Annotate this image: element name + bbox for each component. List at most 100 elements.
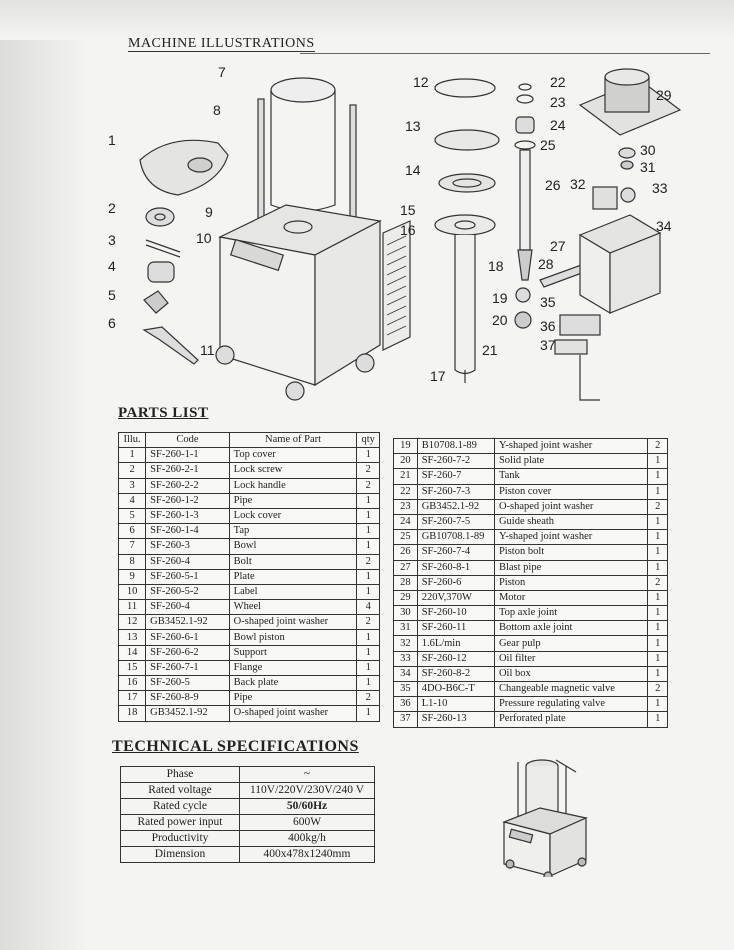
callout-19: 19 xyxy=(492,290,508,306)
cell-code: SF-260-1-1 xyxy=(145,447,230,464)
cell-qty: 1 xyxy=(647,650,668,667)
spec-label: Rated power input xyxy=(120,814,240,831)
cell-qty: 2 xyxy=(647,437,668,455)
col-header-name: Name of Part xyxy=(228,431,358,449)
cell-code: 220V,370W xyxy=(416,589,495,607)
cell-code: SF-260-7-3 xyxy=(416,483,495,500)
cell-qty: 1 xyxy=(356,538,380,555)
cell-name: Piston xyxy=(493,574,649,591)
cell-name: Lock cover xyxy=(228,507,358,525)
machine-photo xyxy=(502,759,588,877)
callout-5: 5 xyxy=(108,287,116,303)
cell-name: Piston cover xyxy=(493,483,649,500)
spec-value: 400x478x1240mm xyxy=(239,846,375,863)
cell-qty: 4 xyxy=(356,599,380,616)
spec-value: ~ xyxy=(239,766,375,783)
callout-7: 7 xyxy=(218,64,226,80)
cell-qty: 1 xyxy=(647,620,668,637)
cell-no: 37 xyxy=(393,711,418,728)
callout-15: 15 xyxy=(400,202,416,218)
table-header-row: Illu. Code Name of Part qty xyxy=(117,431,380,449)
cell-code: GB10708.1-89 xyxy=(416,529,495,546)
scan-shadow-top xyxy=(0,0,734,40)
cell-code: SF-260-5-2 xyxy=(145,583,230,601)
cell-qty: 1 xyxy=(647,559,668,576)
cell-qty: 2 xyxy=(647,498,668,515)
cell-qty: 1 xyxy=(356,568,380,585)
callout-8: 8 xyxy=(213,102,221,118)
cell-name: Y-shaped joint washer xyxy=(493,529,649,546)
spec-label: Dimension xyxy=(120,846,240,863)
callout-37: 37 xyxy=(540,337,556,353)
callout-12: 12 xyxy=(413,74,429,90)
cell-qty: 2 xyxy=(356,553,380,570)
callout-24: 24 xyxy=(550,117,566,133)
spec-value: 400kg/h xyxy=(239,830,375,847)
spec-value: 50/60Hz xyxy=(239,798,375,815)
cell-code: SF-260-6-1 xyxy=(145,629,230,646)
callout-25: 25 xyxy=(540,137,556,153)
callout-6: 6 xyxy=(108,315,116,331)
cell-code: SF-260-13 xyxy=(416,711,495,728)
callout-11: 11 xyxy=(200,342,215,358)
cell-code: SF-260-12 xyxy=(416,650,495,667)
cell-no: 30 xyxy=(393,605,418,622)
cell-code: GB3452.1-92 xyxy=(145,705,230,722)
exploded-parts-diagram: 1 2 3 4 5 6 7 8 9 10 11 12 13 14 15 16 1… xyxy=(108,64,682,401)
cell-name: Oil filter xyxy=(493,650,649,667)
cell-qty: 1 xyxy=(356,507,380,525)
cell-name: Bolt xyxy=(228,553,358,570)
cell-name: Back plate xyxy=(228,674,358,692)
callout-13: 13 xyxy=(405,118,421,134)
cell-code: SF-260-1-2 xyxy=(145,492,230,509)
cell-name: Label xyxy=(228,583,358,601)
cell-code: SF-260-7 xyxy=(416,468,495,485)
callout-22: 22 xyxy=(550,74,566,90)
cell-qty: 1 xyxy=(356,583,380,601)
callout-34: 34 xyxy=(656,218,672,234)
cell-no: 25 xyxy=(393,529,418,546)
cell-code: GB3452.1-92 xyxy=(145,614,230,631)
callout-35: 35 xyxy=(540,294,556,310)
cell-name: Lock handle xyxy=(228,477,358,494)
cell-code: SF-260-7-2 xyxy=(416,453,495,470)
cell-qty: 1 xyxy=(356,447,380,464)
cell-name: Pressure regulating valve xyxy=(493,696,649,713)
callout-1: 1 xyxy=(108,132,116,148)
callout-14: 14 xyxy=(405,162,421,178)
cell-no: 9 xyxy=(117,568,147,585)
cell-name: Plate xyxy=(228,568,358,585)
cell-name: Y-shaped joint washer xyxy=(493,437,649,455)
callout-21: 21 xyxy=(482,342,498,358)
cell-code: SF-260-8-2 xyxy=(416,665,495,683)
cell-no: 33 xyxy=(393,650,418,667)
cell-name: Tank xyxy=(493,468,649,485)
callout-28: 28 xyxy=(538,256,554,272)
spec-value: 600W xyxy=(239,814,375,831)
cell-no: 31 xyxy=(393,620,418,637)
parts-list-heading: PARTS LIST xyxy=(118,405,209,421)
cell-code: SF-260-10 xyxy=(416,605,495,622)
callout-4: 4 xyxy=(108,258,116,274)
